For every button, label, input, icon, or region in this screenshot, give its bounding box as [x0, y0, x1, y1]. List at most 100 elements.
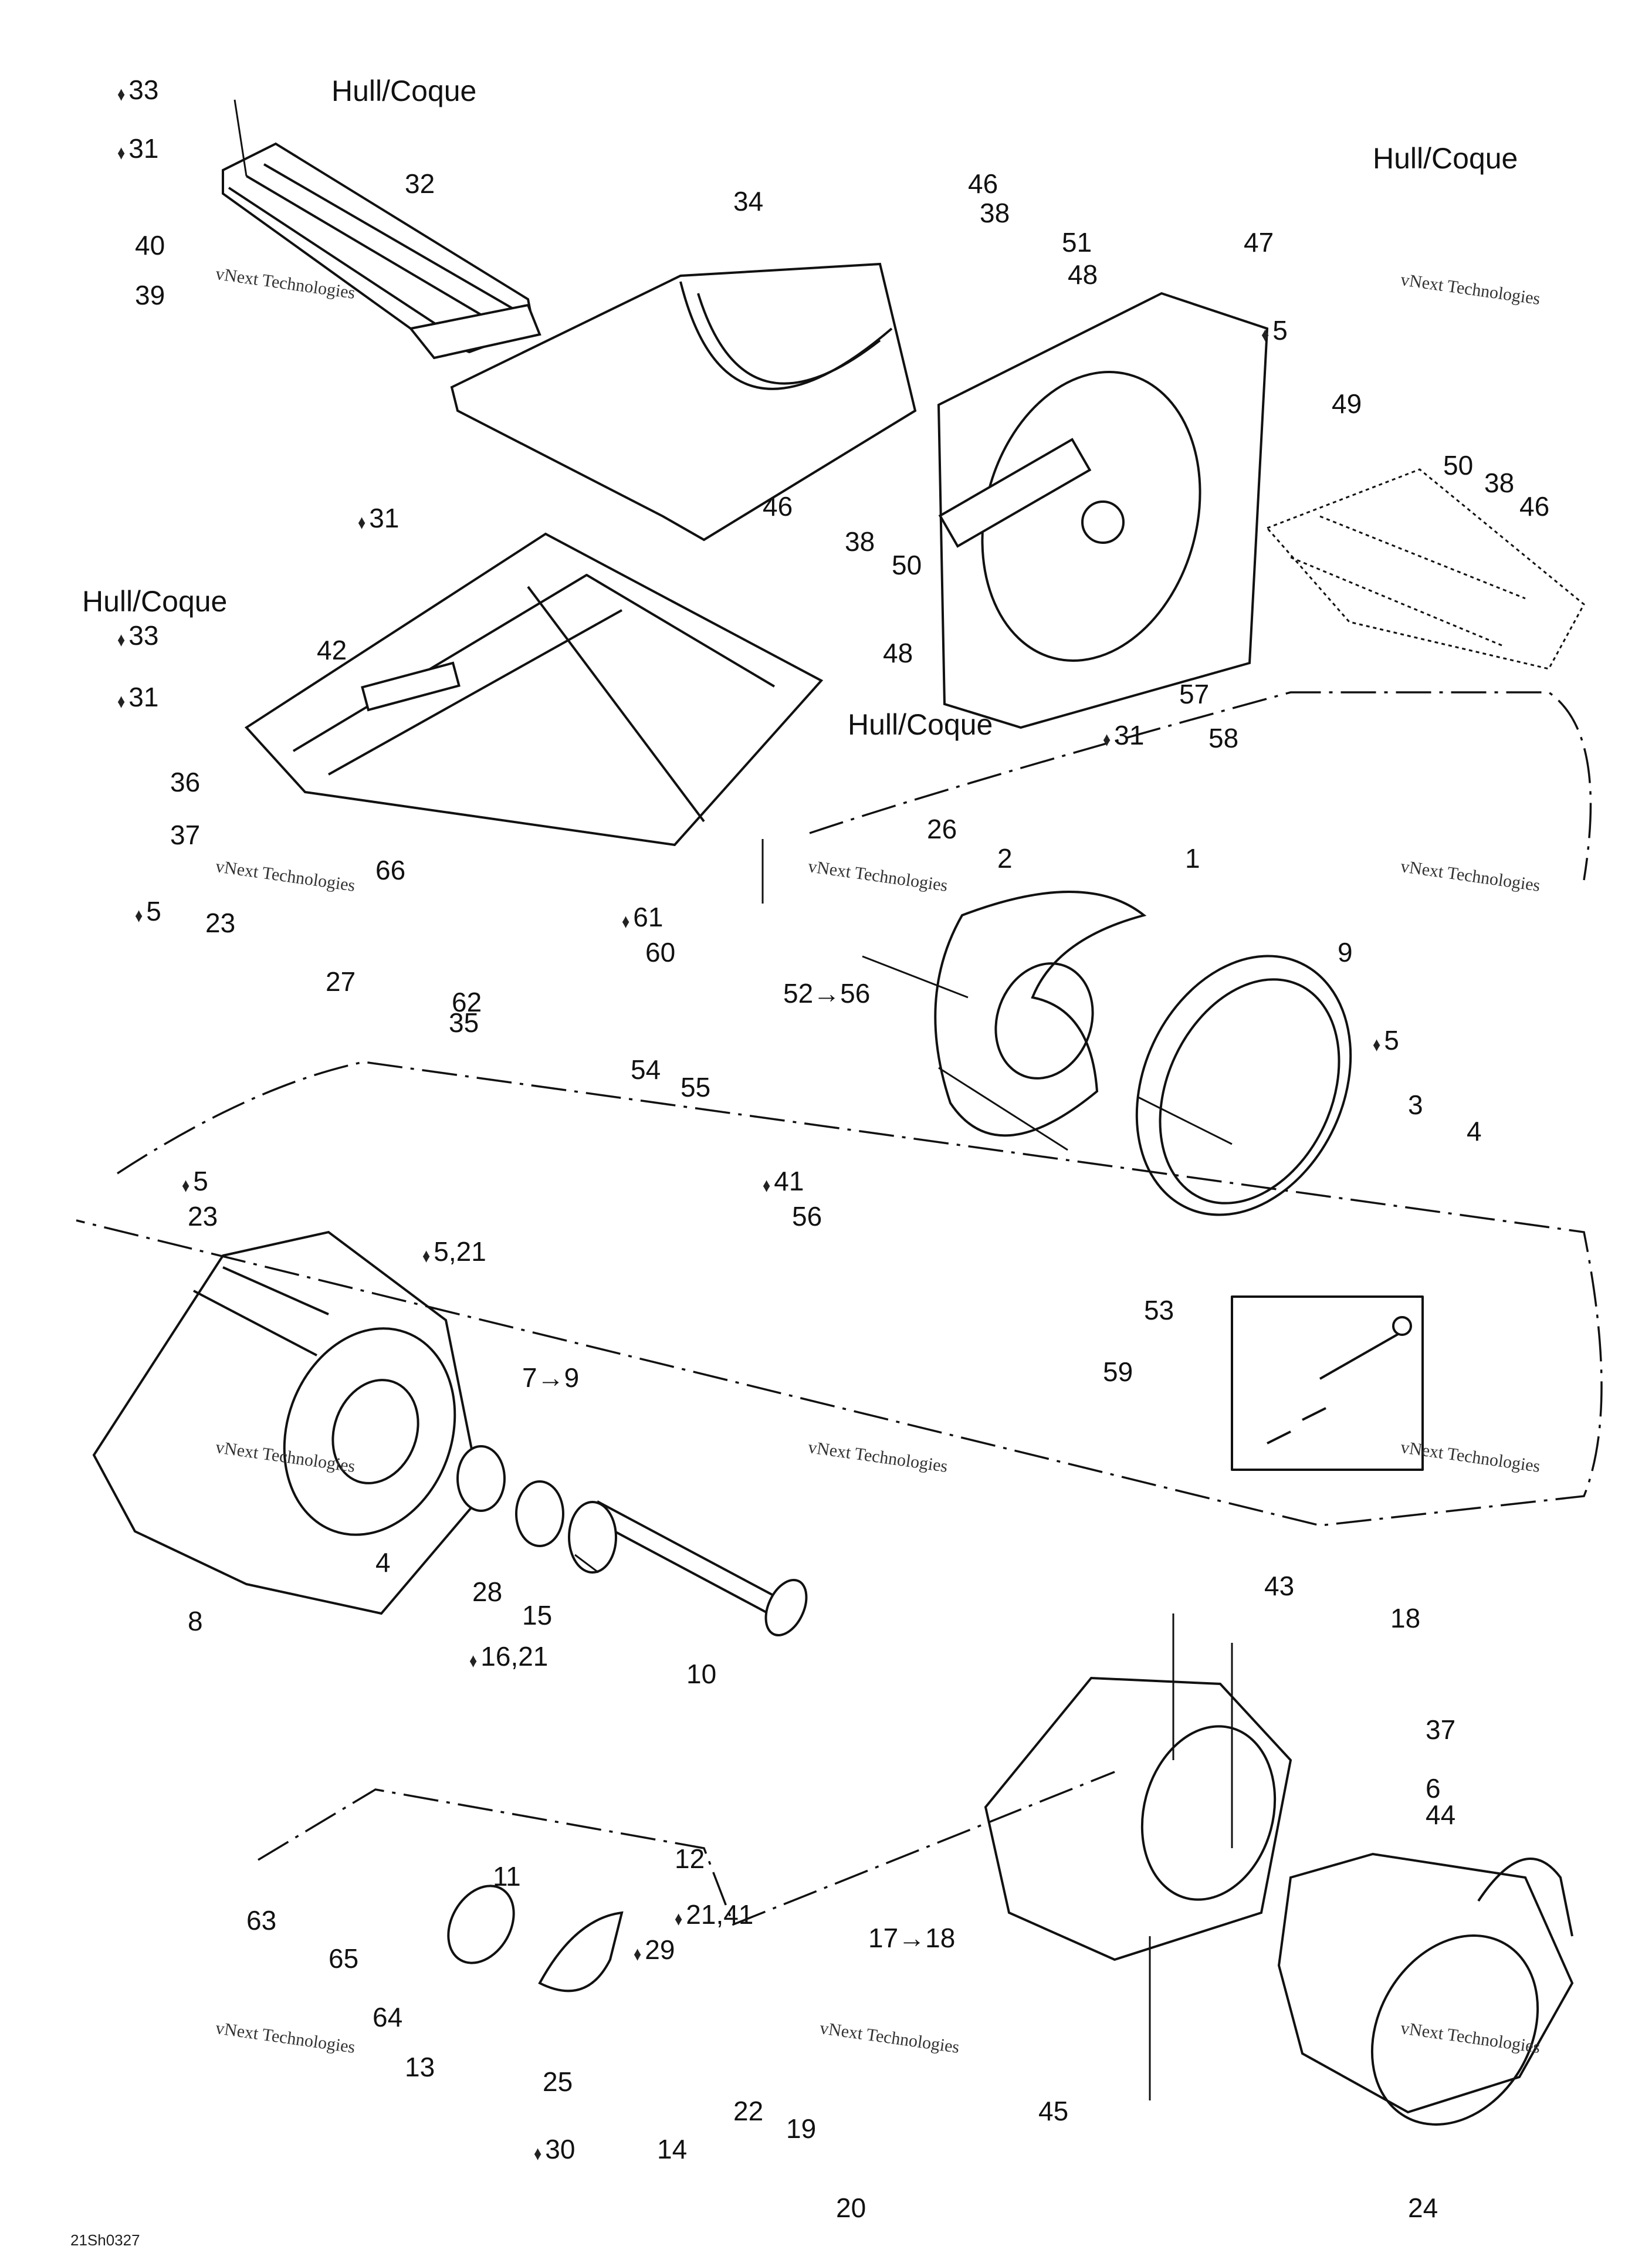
part-1-impeller: [934, 891, 1147, 1137]
callout-46: 46: [968, 170, 998, 197]
callout-54: 54: [631, 1056, 661, 1083]
callout-37: 37: [1426, 1716, 1455, 1743]
callout-number: 21,41: [686, 1899, 754, 1930]
callout-50: 50: [892, 552, 922, 579]
callout-number: 59: [1103, 1356, 1133, 1387]
callout-number: 44: [1426, 1799, 1456, 1830]
callout-3: 3: [1408, 1091, 1423, 1118]
callout-number: 22: [733, 2096, 764, 2126]
callout-22: 22: [733, 2098, 763, 2125]
callout-number: 3: [1408, 1090, 1423, 1120]
callout-5-21: ♦5,21: [422, 1236, 486, 1267]
callout-number: 4: [1467, 1116, 1482, 1146]
callout-number: 38: [980, 198, 1010, 228]
callout-number: 54: [631, 1054, 661, 1085]
callout-number: 18: [1390, 1603, 1421, 1633]
lubricant-drop-icon: ♦: [358, 510, 366, 534]
callout-number: 25: [543, 2066, 573, 2097]
part-17-venturi: [984, 1676, 1292, 1961]
callout-40: 40: [135, 232, 165, 259]
lubricant-drop-icon: ♦: [117, 141, 126, 164]
callout-24: 24: [1408, 2194, 1438, 2221]
callout-10: 10: [686, 1660, 716, 1687]
assembly-outline-lower: [258, 1771, 1115, 1926]
callout-number: 45: [1038, 2096, 1069, 2126]
callout-number: 31: [1114, 720, 1145, 750]
callout-number: 33: [128, 620, 159, 651]
hull-label-left: Hull/Coque: [82, 585, 228, 618]
callout-number: 5: [193, 1166, 208, 1196]
callout-number: 27: [326, 966, 356, 997]
callout-56: 56: [792, 1203, 822, 1230]
callout-number: 8: [188, 1606, 203, 1636]
callout-number: 38: [845, 526, 875, 557]
callout-31: ♦31: [117, 684, 158, 711]
callout-4: 4: [375, 1549, 391, 1576]
hull-label-right: Hull/Coque: [1373, 142, 1518, 175]
callout-number: 56: [792, 1201, 822, 1232]
callout-number: 31: [128, 682, 159, 712]
callout-number: 48: [1068, 259, 1098, 290]
callout-66: 66: [375, 857, 405, 884]
leader-lines: [233, 99, 1233, 2100]
callout-5: ♦5: [182, 1168, 208, 1195]
lubricant-drop-icon: ♦: [469, 1649, 478, 1672]
callout-27: 27: [326, 968, 356, 995]
callout-number: 2: [997, 843, 1013, 874]
callout-number: 64: [373, 2002, 403, 2032]
callout-number: 51: [1062, 227, 1092, 258]
callout-8: 8: [188, 1608, 203, 1635]
callout-45: 45: [1038, 2098, 1068, 2125]
callout-32: 32: [405, 170, 435, 197]
part-24-nozzle: [1277, 1852, 1574, 2126]
callout-6: 6: [1426, 1775, 1441, 1802]
callout-number: 50: [1443, 450, 1474, 481]
callout-number: 65: [329, 1943, 359, 1974]
callout-number: 20: [836, 2193, 866, 2223]
callout-number: 12: [675, 1843, 705, 1874]
callout-number: 43: [1264, 1571, 1295, 1601]
callout-number: 61: [633, 902, 663, 932]
callout-9: 9: [1338, 939, 1353, 966]
callout-53: 53: [1144, 1297, 1174, 1324]
callout-number: 23: [205, 908, 236, 938]
callout-39: 39: [135, 282, 165, 309]
callout-number: 36: [170, 767, 201, 797]
callout-number: 33: [128, 75, 159, 105]
callout-42: 42: [317, 637, 347, 664]
callout-number: 40: [135, 230, 165, 261]
callout-number: 46: [1519, 491, 1550, 522]
callout-number: 62: [452, 987, 482, 1017]
callout-17-18: 17→18: [868, 1924, 955, 1951]
callout-number: 19: [786, 2113, 817, 2144]
callout-number: 14: [657, 2134, 688, 2164]
callout-number: 5,21: [434, 1236, 486, 1267]
lubricant-drop-icon: ♦: [675, 1907, 683, 1930]
callout-number: 52→56: [783, 978, 871, 1009]
callout-5: ♦5: [1373, 1027, 1399, 1054]
part-32-intake-duct: [222, 142, 541, 360]
callout-37: 37: [170, 821, 200, 848]
callout-33: ♦33: [117, 75, 159, 105]
callout-number: 5: [146, 896, 161, 926]
callout-number: 1: [1185, 843, 1200, 874]
callout-38: 38: [1484, 469, 1514, 496]
callout-14: 14: [657, 2136, 687, 2163]
callout-60: 60: [645, 939, 675, 966]
callout-number: 37: [1426, 1714, 1456, 1745]
callout-38: 38: [845, 528, 875, 555]
callout-35: 35: [449, 1009, 479, 1036]
callout-46: 46: [1519, 493, 1549, 520]
callout-30: ♦30: [534, 2136, 575, 2163]
callout-63: 63: [246, 1907, 276, 1934]
part-47-support-plate: [937, 292, 1269, 729]
callout-2: 2: [997, 845, 1013, 872]
callout-number: 34: [733, 186, 764, 216]
callout-number: 9: [1338, 937, 1353, 967]
callout-number: 47: [1244, 227, 1274, 258]
callout-number: 29: [645, 1934, 675, 1965]
lubricant-drop-icon: ♦: [534, 2142, 542, 2165]
callout-number: 16,21: [480, 1641, 549, 1672]
callout-57: 57: [1179, 681, 1209, 708]
